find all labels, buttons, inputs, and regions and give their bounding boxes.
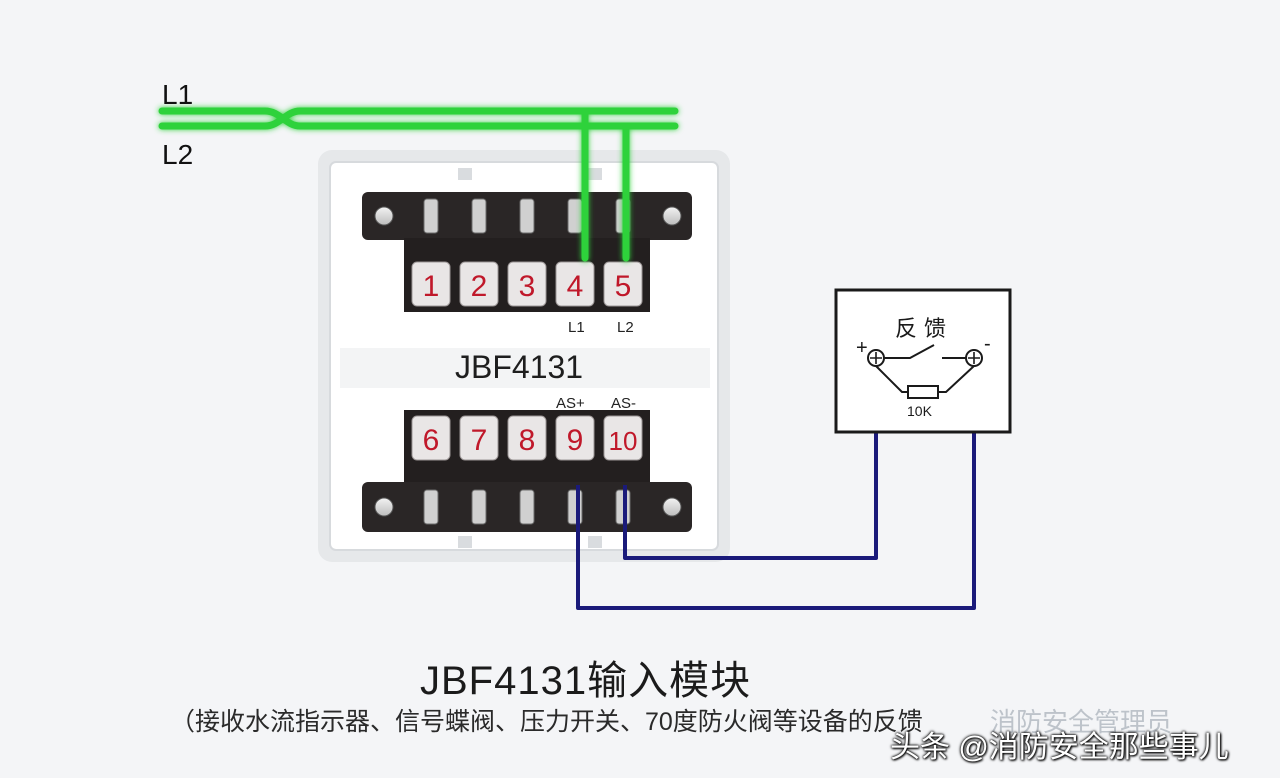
resistor-label: 10K (907, 403, 933, 419)
bus-label-l2: L2 (162, 139, 193, 170)
terminal-label-as-minus: AS- (611, 395, 636, 412)
terminal-screw-icon (519, 489, 535, 525)
terminal-label-l2: L2 (617, 319, 634, 336)
mounting-screw-icon (374, 206, 394, 226)
top-terminal-4 (555, 261, 595, 307)
bottom-terminal-7 (459, 415, 499, 461)
bus-label-l1: L1 (162, 79, 193, 110)
feedback-minus: - (984, 333, 991, 355)
watermark: 头条 @消防安全那些事儿 (890, 731, 1229, 764)
terminal-label-l1: L1 (568, 319, 585, 336)
feedback-plus: + (856, 337, 868, 359)
caption-title: JBF4131输入模块 (420, 659, 752, 703)
terminal-label-as-plus: AS+ (556, 395, 585, 412)
mounting-screw-icon (662, 497, 682, 517)
switch-icon (884, 344, 966, 359)
bottom-terminal-number: 7 (471, 424, 488, 457)
caption-subtitle: （接收水流指示器、信号蝶阀、压力开关、70度防火阀等设备的反馈 (170, 708, 923, 736)
bottom-terminal-9 (555, 415, 595, 461)
terminal-screw-icon (423, 489, 439, 525)
feedback-device: 反 馈 + - 10K (834, 288, 1012, 434)
feedback-title: 反 馈 (895, 317, 946, 342)
bottom-terminal-number: 8 (519, 424, 536, 457)
terminal-screw-icon (471, 198, 487, 234)
mounting-screw-icon (374, 497, 394, 517)
feedback-wires (576, 362, 976, 610)
terminal-screw-icon (471, 489, 487, 525)
top-terminal-3 (507, 261, 547, 307)
bottom-terminal-10 (603, 415, 643, 461)
top-terminal-2 (459, 261, 499, 307)
top-terminal-number: 3 (519, 270, 536, 303)
terminal-screw-icon (519, 198, 535, 234)
top-terminal-1 (411, 261, 451, 307)
top-terminal-number: 1 (423, 270, 440, 303)
bottom-terminal-number: 6 (423, 424, 440, 457)
mounting-screw-icon (662, 206, 682, 226)
bus-wires (158, 107, 679, 262)
top-terminal-number: 4 (567, 270, 584, 303)
module-label: JBF4131 (455, 349, 583, 385)
top-terminal-number: 2 (471, 270, 488, 303)
top-terminal-5 (603, 261, 643, 307)
bottom-terminal-6 (411, 415, 451, 461)
terminal-screw-icon (567, 198, 583, 234)
top-terminal-number: 5 (615, 270, 632, 303)
watermark-faint: 消防安全管理员 (990, 707, 1173, 737)
resistor-icon (907, 385, 939, 399)
terminal-screw-icon (423, 198, 439, 234)
bottom-terminal-number: 10 (609, 426, 638, 456)
bottom-terminal-8 (507, 415, 547, 461)
bottom-terminal-number: 9 (567, 424, 584, 457)
